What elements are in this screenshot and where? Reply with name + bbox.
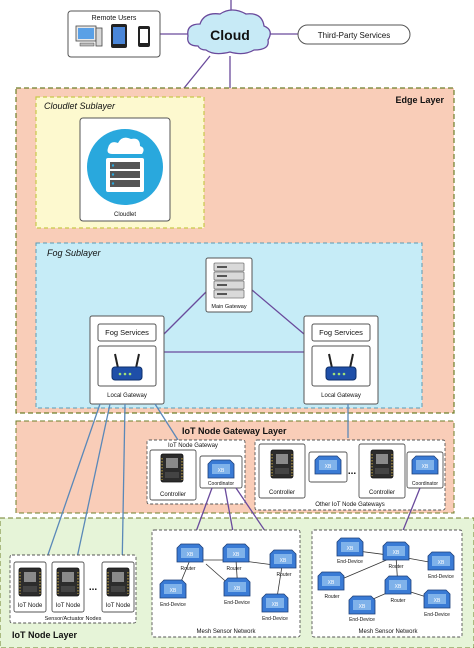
iot-node-label-2: IoT Node	[56, 603, 81, 609]
mesh-left-label: Mesh Sensor Network	[196, 629, 256, 635]
main-gateway-label: Main Gateway	[211, 304, 246, 310]
mesh-left-end-device-2: End-Device	[224, 600, 250, 606]
sensor-actuator-nodes: IoT Node IoT Node ... IoT Node Sensor/Ac…	[9, 554, 137, 624]
iot-gateway-layer-title: IoT Node Gateway Layer	[182, 426, 287, 436]
other-coordinator-label: Coordinator	[412, 481, 438, 487]
mesh-right-end-device-1: End-Device	[337, 559, 363, 565]
sensor-actuator-label: Sensor/Actuator Nodes	[45, 616, 102, 622]
mesh-network-left: Router Router Router End-Device End-Devi…	[151, 529, 301, 638]
coordinator-label: Coordinator	[208, 481, 234, 487]
controller-label: Controller	[160, 492, 186, 498]
router-radio-icon	[317, 571, 345, 591]
cloud-label: Cloud	[210, 27, 250, 43]
iot-node-board-icon	[106, 567, 130, 597]
controller-board-icon	[270, 449, 294, 479]
mesh-right-label: Mesh Sensor Network	[358, 629, 418, 635]
mesh-left-end-device-3: End-Device	[262, 616, 288, 622]
fog-node-left: Fog Services Local Gateway	[89, 315, 165, 405]
mesh-right-router-3: Router	[390, 598, 405, 604]
third-party-label: Third-Party Services	[318, 31, 390, 40]
end-device-radio-icon	[348, 595, 376, 615]
router-radio-icon	[269, 549, 297, 569]
local-gateway-label-right: Local Gateway	[321, 393, 361, 399]
end-device-radio-icon	[159, 579, 187, 599]
mesh-left-end-device-1: End-Device	[160, 602, 186, 608]
mesh-right-end-device-4: End-Device	[424, 612, 450, 618]
router-radio-icon	[382, 541, 410, 561]
other-iot-gateways: Controller ... Controller Coordinator Ot…	[254, 439, 446, 511]
fog-services-label-right: Fog Services	[319, 328, 363, 337]
controller-board-icon	[160, 453, 184, 483]
fog-node-right: Fog Services Local Gateway	[303, 315, 379, 405]
edge-layer-title: Edge Layer	[395, 95, 444, 105]
other-controller-label-2: Controller	[369, 490, 395, 496]
third-party-services: Third-Party Services	[297, 24, 411, 45]
mesh-right-router-1: Router	[388, 564, 403, 570]
other-gateways-label: Other IoT Node Gateways	[315, 502, 385, 508]
fog-sublayer-title: Fog Sublayer	[47, 248, 102, 258]
fog-links	[163, 289, 305, 353]
coordinator-radio-icon	[207, 459, 235, 479]
router-radio-icon	[222, 543, 250, 563]
smartphone-icon	[138, 26, 150, 47]
end-device-radio-icon	[427, 551, 455, 571]
coordinator-radio-icon	[314, 455, 342, 475]
cloud-icon: Cloud	[187, 9, 271, 55]
coordinator-radio-icon	[411, 455, 439, 475]
controller-board-icon	[370, 449, 394, 479]
end-device-radio-icon	[336, 537, 364, 557]
mesh-left-router-3: Router	[276, 572, 291, 578]
mesh-right-router-2: Router	[324, 594, 339, 600]
tablet-icon	[111, 24, 127, 48]
router-radio-icon	[384, 575, 412, 595]
iot-node-gateway-title: IoT Node Gateway	[168, 443, 218, 449]
gateway-links	[154, 403, 349, 441]
fog-services-label-left: Fog Services	[105, 328, 149, 337]
remote-users-label: Remote Users	[92, 15, 137, 22]
iot-node-label-1: IoT Node	[18, 603, 43, 609]
local-gateway-label-left: Local Gateway	[107, 393, 147, 399]
iot-node-board-icon	[56, 567, 80, 597]
mesh-left-router-1: Router	[180, 566, 195, 572]
gateways-ellipsis: ...	[348, 466, 357, 477]
mesh-right-end-device-2: End-Device	[428, 574, 454, 580]
remote-users-box: Remote Users	[67, 10, 161, 58]
cloudlet-sublayer: Cloudlet Sublayer Cloudlet	[35, 96, 205, 229]
other-controller-label-1: Controller	[269, 490, 295, 496]
mesh-left-router-2: Router	[226, 566, 241, 572]
mesh-right-end-device-3: End-Device	[349, 617, 375, 623]
main-gateway: Main Gateway	[205, 257, 253, 313]
cloudlet-label: Cloudlet	[114, 212, 136, 218]
desktop-icon	[75, 25, 103, 47]
iot-node-layer-title: IoT Node Layer	[12, 630, 78, 640]
iot-node-board-icon	[18, 567, 42, 597]
mesh-network-right: End-Device Router End-Device Router Rout…	[311, 529, 463, 638]
router-radio-icon	[176, 543, 204, 563]
end-device-radio-icon	[261, 593, 289, 613]
iot-node-gateway: IoT Node Gateway Controller Coordinator	[146, 439, 246, 505]
nodes-ellipsis: ...	[89, 582, 98, 593]
end-device-radio-icon	[223, 577, 251, 597]
iot-node-label-3: IoT Node	[106, 603, 131, 609]
cloudlet-server-icon	[87, 129, 163, 205]
cloudlet-sublayer-title: Cloudlet Sublayer	[44, 101, 116, 111]
end-device-radio-icon	[423, 589, 451, 609]
